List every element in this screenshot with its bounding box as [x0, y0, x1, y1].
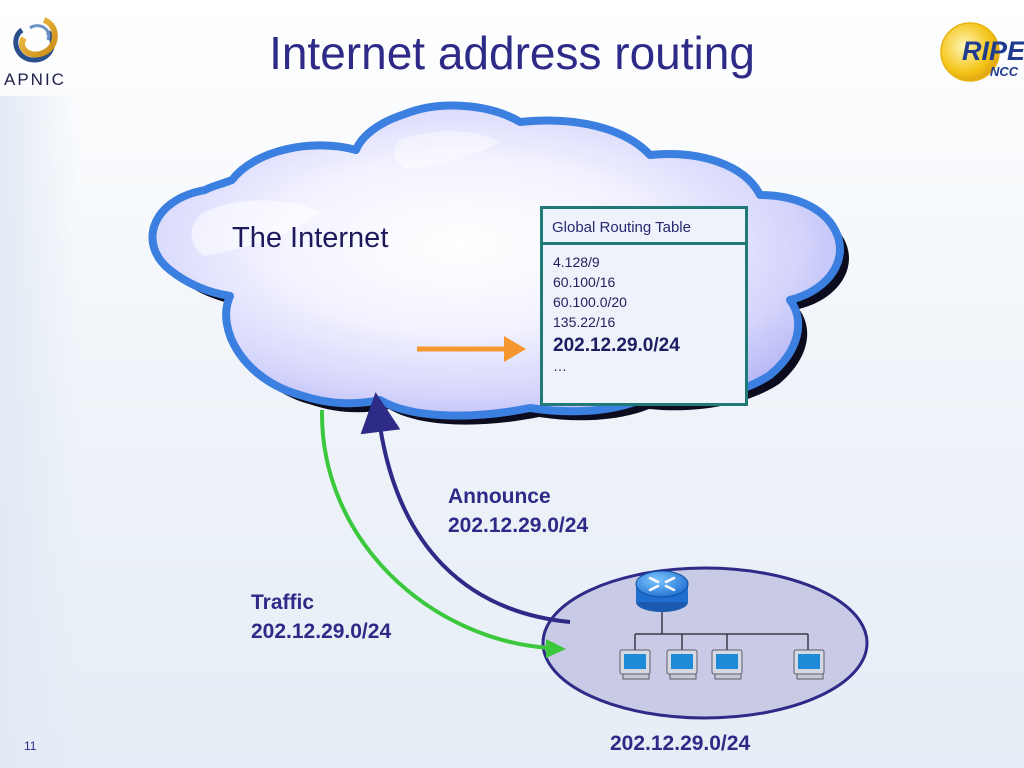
apnic-logo-text: APNIC [4, 70, 66, 89]
traffic-arrow [319, 409, 551, 650]
cloud-highlight [394, 131, 500, 168]
announce-label-line2: 202.12.29.0/24 [448, 514, 589, 537]
traffic-arrowhead [546, 639, 566, 658]
pc-icon [711, 649, 743, 680]
traffic-label: Traffic 202.12.29.0/24 [251, 588, 391, 646]
lan-wiring [634, 612, 809, 652]
announce-label: Announce 202.12.29.0/24 [448, 482, 588, 540]
routing-entry: 60.100.0/20 [553, 294, 627, 310]
traffic-label-line1: Traffic [251, 591, 315, 614]
traffic-label-line2: 202.12.29.0/24 [251, 620, 392, 643]
ripe-logo-text: RIPE [962, 36, 1024, 66]
pc-icon [666, 649, 698, 680]
table-pointer-arrow [417, 336, 526, 362]
network-label: 202.12.29.0/24 [610, 732, 751, 755]
routing-entry-highlight: 202.12.29.0/24 [553, 335, 680, 356]
announce-arrow [360, 392, 571, 624]
pc-icon [793, 649, 825, 680]
routing-entry-ellipsis: … [553, 358, 567, 374]
slide-title: Internet address routing [269, 27, 755, 79]
router-icon [635, 570, 689, 612]
announce-label-line1: Announce [448, 485, 551, 508]
page-number: 11 [24, 739, 37, 753]
ripe-sun-logo [940, 22, 1000, 82]
pc-icon [619, 649, 651, 680]
internet-label: The Internet [232, 222, 389, 254]
routing-entry: 4.128/9 [553, 254, 600, 270]
cloud-highlight [191, 200, 320, 256]
apnic-swirl-logo [13, 17, 58, 63]
routing-table-title: Global Routing Table [543, 209, 745, 245]
routing-entry: 135.22/16 [553, 314, 616, 330]
ncc-logo-text: NCC [990, 64, 1019, 79]
routing-table-entries: 4.128/9 60.100/16 60.100.0/20 135.22/16 … [543, 245, 745, 374]
routing-entry: 60.100/16 [553, 274, 616, 290]
side-strip [0, 96, 80, 768]
network-ellipse [541, 566, 869, 720]
global-routing-table: Global Routing Table 4.128/9 60.100/16 6… [540, 206, 748, 406]
